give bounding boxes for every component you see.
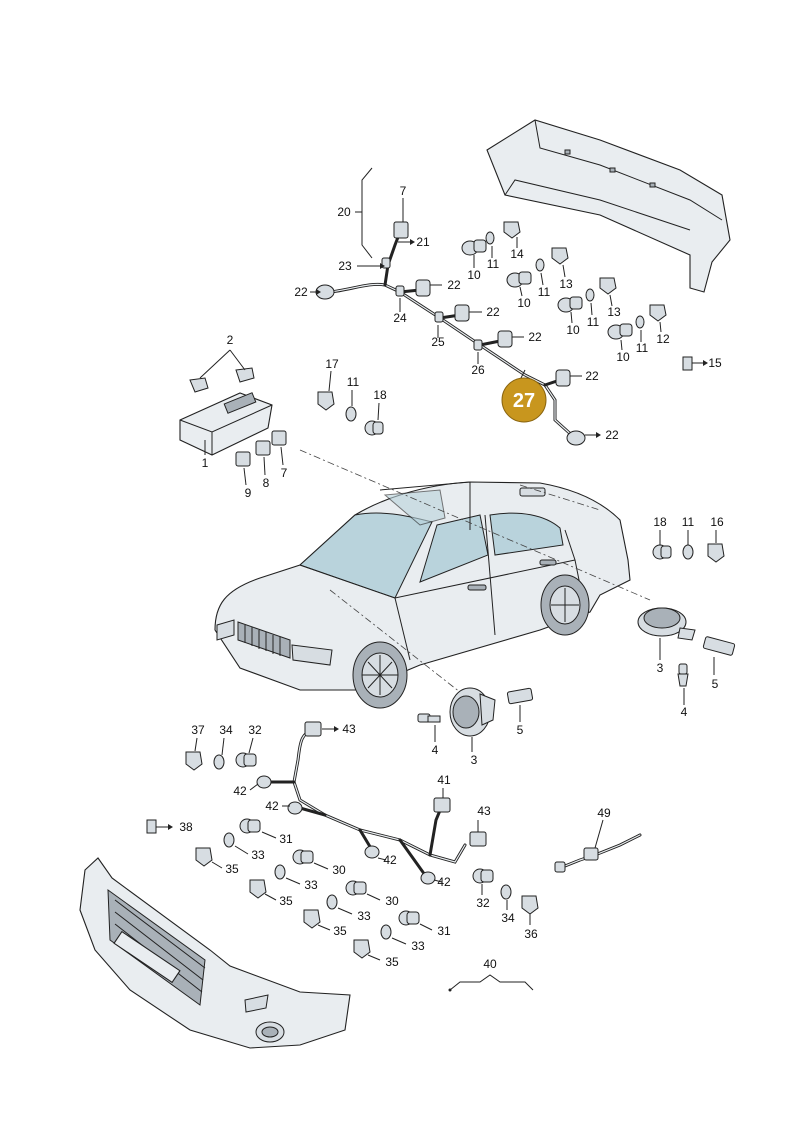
rear-parking-sensors[interactable] — [461, 221, 667, 340]
label-11-b: 11 — [538, 285, 551, 299]
warning-buzzer-right[interactable] — [637, 607, 736, 687]
label-11-e: 11 — [347, 375, 360, 389]
label-42-a: 42 — [233, 784, 247, 798]
label-35-c: 35 — [333, 924, 347, 938]
label-41: 41 — [437, 773, 451, 787]
label-13-b: 13 — [607, 305, 621, 319]
label-4-right: 4 — [681, 705, 688, 719]
label-10-b: 10 — [517, 296, 531, 310]
label-22-b: 22 — [447, 278, 461, 292]
sensor-cluster-mid[interactable] — [317, 391, 384, 436]
label-35-b: 35 — [279, 894, 293, 908]
part-49-cable[interactable] — [554, 833, 642, 873]
label-42-d: 42 — [437, 875, 451, 889]
part-27-highlight-badge[interactable]: 27 — [501, 369, 547, 423]
label-32-a: 32 — [248, 723, 262, 737]
label-43-a: 43 — [342, 722, 356, 736]
sensor-cluster-right[interactable] — [652, 543, 725, 563]
front-parking-sensors[interactable] — [185, 751, 539, 959]
label-43-b: 43 — [477, 804, 491, 818]
label-36: 36 — [524, 927, 538, 941]
label-37: 37 — [191, 723, 205, 737]
label-3-right: 3 — [657, 661, 664, 675]
label-22-c: 22 — [486, 305, 500, 319]
label-7-top: 7 — [400, 184, 407, 198]
dashed-leader-lines — [299, 449, 651, 701]
label-34-a: 34 — [219, 723, 233, 737]
label-33-a: 33 — [251, 848, 265, 862]
part-15-pad[interactable] — [682, 356, 708, 371]
label-12: 12 — [656, 332, 670, 346]
label-14: 14 — [510, 247, 524, 261]
label-1: 1 — [202, 456, 209, 470]
leader-lines — [194, 167, 717, 992]
label-4-center: 4 — [432, 743, 439, 757]
front-bumper[interactable] — [79, 857, 351, 1049]
label-10-a: 10 — [467, 268, 481, 282]
label-13-a: 13 — [559, 277, 573, 291]
parking-aid-control-unit[interactable] — [179, 367, 287, 467]
label-3-center: 3 — [471, 753, 478, 767]
label-5-center: 5 — [517, 723, 524, 737]
label-22-d: 22 — [528, 330, 542, 344]
label-31-b: 31 — [437, 924, 451, 938]
label-30-a: 30 — [332, 863, 346, 877]
label-33-b: 33 — [304, 878, 318, 892]
label-10-d: 10 — [616, 350, 630, 364]
label-42-b: 42 — [265, 799, 279, 813]
label-35-d: 35 — [385, 955, 399, 969]
sedan-car-body[interactable] — [214, 481, 631, 709]
label-22-f: 22 — [605, 428, 619, 442]
label-17: 17 — [325, 357, 339, 371]
label-21: 21 — [416, 235, 430, 249]
label-7-bottom: 7 — [281, 466, 288, 480]
label-27: 27 — [513, 390, 535, 412]
label-30-b: 30 — [385, 894, 399, 908]
label-23: 23 — [338, 259, 352, 273]
label-31-a: 31 — [279, 832, 293, 846]
label-2: 2 — [227, 333, 234, 347]
label-16: 16 — [710, 515, 724, 529]
label-20: 20 — [337, 205, 351, 219]
label-42-c: 42 — [383, 853, 397, 867]
label-10-c: 10 — [566, 323, 580, 337]
label-18-b: 18 — [653, 515, 667, 529]
label-33-c: 33 — [357, 909, 371, 923]
label-35-a: 35 — [225, 862, 239, 876]
label-9: 9 — [245, 486, 252, 500]
label-18-a: 18 — [373, 388, 387, 402]
label-8: 8 — [263, 476, 270, 490]
label-40: 40 — [483, 957, 497, 971]
label-5-right: 5 — [712, 677, 719, 691]
label-11-c: 11 — [587, 315, 600, 329]
label-25: 25 — [431, 335, 445, 349]
front-wiring-harness[interactable] — [256, 721, 487, 885]
label-38: 38 — [179, 820, 193, 834]
callout-labels: 7 20 21 23 22 22 22 22 22 22 24 25 26 10… — [179, 184, 724, 971]
label-11-d: 11 — [636, 341, 649, 355]
label-26: 26 — [471, 363, 485, 377]
label-34-b: 34 — [501, 911, 515, 925]
label-22-a: 22 — [294, 285, 308, 299]
label-22-e: 22 — [585, 369, 599, 383]
warning-buzzer-center[interactable] — [417, 687, 534, 737]
label-49: 49 — [597, 806, 611, 820]
rear-bumper[interactable] — [486, 119, 731, 293]
rear-wiring-harness[interactable] — [315, 221, 586, 446]
label-11-a: 11 — [487, 257, 500, 271]
part-38-pad[interactable] — [146, 819, 173, 834]
label-32-b: 32 — [476, 896, 490, 910]
label-33-d: 33 — [411, 939, 425, 953]
label-15: 15 — [708, 356, 722, 370]
label-11-f: 11 — [682, 515, 695, 529]
label-24: 24 — [393, 311, 407, 325]
